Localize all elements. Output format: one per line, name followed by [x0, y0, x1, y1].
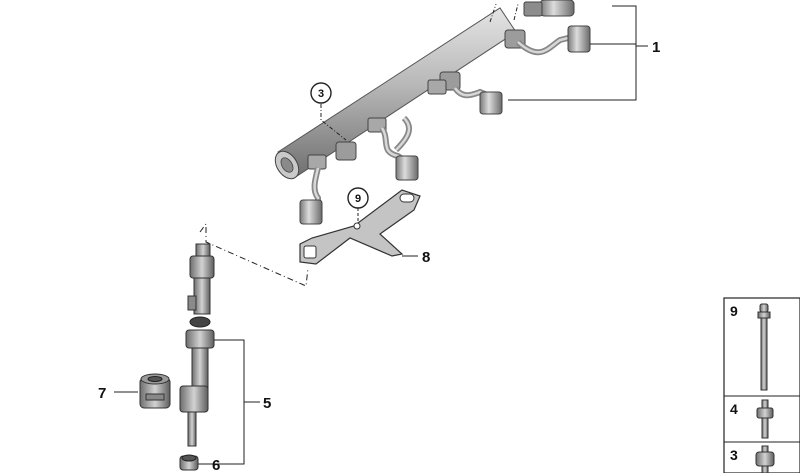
bracket-slot	[399, 193, 415, 203]
callout-1-leader	[508, 5, 648, 101]
fuel-rail-bore	[280, 157, 294, 173]
callout-3-leader	[320, 104, 347, 141]
sensor-dashed-leader	[489, 3, 497, 23]
callout-3-label: 3	[318, 88, 324, 100]
pressure-sensor-body	[539, 0, 575, 17]
fuel-injector	[179, 243, 215, 447]
injector-seal-ring-1	[189, 316, 211, 328]
callout-5-leader	[196, 339, 260, 465]
callout-6-label: 6	[212, 457, 220, 473]
injector-nozzle	[187, 411, 197, 447]
mounting-bracket	[299, 189, 421, 265]
callout-5-label: 5	[263, 395, 271, 412]
sensor-dashed-leader-2	[513, 3, 519, 21]
stud-bolt-icon	[757, 303, 771, 391]
injector-pipe-1	[299, 167, 323, 225]
bracket-hole-square	[303, 245, 317, 259]
legend-item-3-number: 3	[730, 447, 738, 463]
pipe-fitting-nut-3	[479, 91, 503, 115]
injector-cup-3	[427, 79, 447, 95]
injector-top-tip	[195, 243, 211, 257]
injector-base-block	[179, 385, 209, 413]
callout-3-circle	[310, 82, 332, 104]
assembly-dashed-line	[199, 222, 309, 287]
pipe-fitting-nut-1	[299, 199, 323, 225]
sleeve-window	[145, 393, 165, 401]
injector-side-port	[187, 295, 197, 311]
injector-connector-nut	[189, 255, 215, 279]
callout-1-label: 1	[652, 39, 660, 56]
bracket-hole-round	[353, 222, 361, 230]
injector-clamp-collar	[185, 329, 215, 349]
hex-bolt-icon	[755, 445, 775, 473]
legend-item-9-number: 9	[730, 303, 738, 319]
callout-7-label: 7	[98, 385, 106, 402]
legend-item-4-number: 4	[730, 401, 738, 417]
legend-panel: 9 4 3	[723, 297, 800, 473]
callout-9-label: 9	[355, 193, 361, 205]
injector-sleeve	[139, 373, 171, 409]
pipe-fitting-nut-2	[395, 155, 419, 181]
injector-pipe-3	[452, 86, 503, 115]
injector-pipe-2	[379, 115, 419, 181]
pressure-sensor-nut	[523, 1, 543, 17]
injector-lower-body	[191, 347, 209, 389]
injector-cup-1	[307, 154, 327, 170]
injector-seal-ring	[179, 454, 199, 471]
fuel-rail-assembly	[274, 0, 591, 225]
collar-bolt-icon	[756, 399, 774, 439]
feed-line-nut	[567, 25, 591, 53]
rail-boss-1	[335, 141, 357, 161]
callout-8-label: 8	[422, 249, 430, 266]
feed-line-pipe	[515, 25, 591, 56]
